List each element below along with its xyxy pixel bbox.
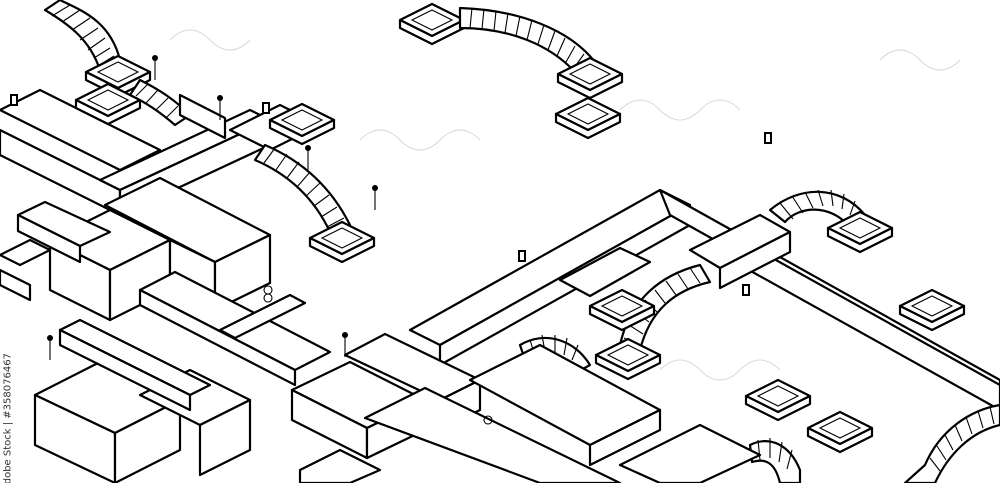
rect-duct-loop-right [408,188,1000,412]
watermark-pattern [169,29,961,381]
stock-credit-text: Adobe Stock | #358076467 [2,353,14,483]
flex-duct-top-center [268,2,624,146]
flex-duct-center [253,143,379,264]
lower-connecting-ducts [0,238,762,483]
stock-credit: Adobe Stock | #358076467 [1,353,15,483]
hangers-and-brackets [10,54,772,425]
flex-duct-top-left [43,0,227,140]
flex-duct-right [588,189,966,454]
